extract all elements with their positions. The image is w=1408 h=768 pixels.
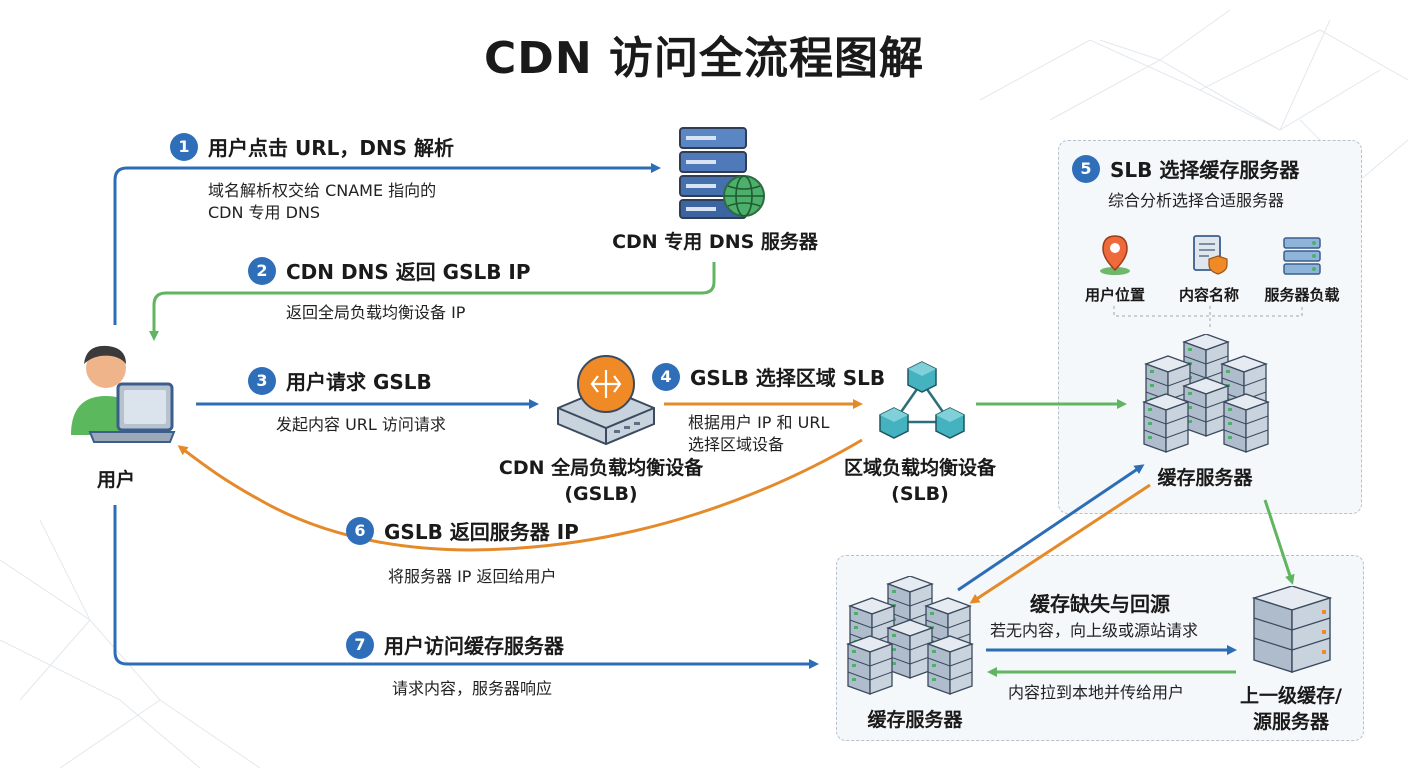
cache-server-bottom-label: 缓存服务器	[867, 709, 963, 731]
dns-server-icon	[679, 127, 765, 219]
dns-server-label: CDN 专用 DNS 服务器	[612, 231, 818, 253]
step-3-badge: 3	[248, 366, 276, 395]
gslb-device-icon	[557, 355, 655, 446]
server-load-icon	[1283, 237, 1321, 275]
slb-label-line2: (SLB)	[891, 483, 949, 505]
step-3-label: 用户请求 GSLB	[286, 370, 432, 394]
cache-server-top-label: 缓存服务器	[1157, 467, 1253, 489]
step-1-desc-line2: CDN 专用 DNS	[208, 203, 321, 222]
step-4-desc-line1: 根据用户 IP 和 URL	[688, 413, 830, 432]
slb-device-icon	[879, 361, 965, 439]
step-1-badge: 1	[170, 132, 198, 161]
step-2-desc-line1: 返回全局负载均衡设备 IP	[286, 303, 466, 322]
step-1: 1 用户点击 URL，DNS 解析	[170, 132, 454, 161]
arrow-cache-to-origin	[1263, 499, 1295, 585]
step-7-label: 用户访问缓存服务器	[384, 634, 564, 658]
cache-server-cluster-icon	[1143, 334, 1269, 453]
step-4-label: GSLB 选择区域 SLB	[690, 366, 886, 390]
user-label: 用户	[96, 469, 135, 491]
factor-content-name: 内容名称	[1178, 286, 1239, 304]
factor-server-load: 服务器负载	[1264, 286, 1340, 304]
step-2-badge: 2	[248, 256, 276, 285]
cache-miss-request-text: 若无内容，向上级或源站请求	[990, 621, 1199, 640]
step-5-label: SLB 选择缓存服务器	[1110, 158, 1300, 182]
step-5-badge: 5	[1072, 154, 1100, 183]
cache-miss-title: 缓存缺失与回源	[1030, 592, 1170, 616]
step-4-desc-line2: 选择区域设备	[688, 435, 785, 454]
step-4: 4 GSLB 选择区域 SLB	[652, 362, 885, 391]
slb-label-line1: 区域负载均衡设备	[843, 457, 996, 479]
gslb-label-line1: CDN 全局负载均衡设备	[498, 457, 704, 479]
step-2-label: CDN DNS 返回 GSLB IP	[286, 260, 531, 284]
step-3: 3 用户请求 GSLB	[248, 366, 432, 395]
step-4-badge: 4	[652, 362, 680, 391]
step-5: 5 SLB 选择缓存服务器	[1072, 154, 1299, 183]
step-7-desc-line1: 请求内容，服务器响应	[392, 679, 553, 698]
step-6-label: GSLB 返回服务器 IP	[384, 520, 579, 544]
step-2: 2 CDN DNS 返回 GSLB IP	[248, 256, 531, 285]
step-6: 6 GSLB 返回服务器 IP	[346, 516, 579, 545]
step-6-badge: 6	[346, 516, 374, 545]
arrow-step-6	[177, 438, 863, 552]
arrow-step-2	[149, 262, 716, 341]
step-6-desc-line1: 将服务器 IP 返回给用户	[388, 567, 557, 586]
origin-server-label-line1: 上一级缓存/	[1240, 685, 1342, 707]
step-7: 7 用户访问缓存服务器	[346, 630, 564, 659]
step-3-desc-line1: 发起内容 URL 访问请求	[276, 415, 446, 434]
document-shield-icon	[1193, 235, 1228, 275]
step-5-desc-line1: 综合分析选择合适服务器	[1108, 191, 1285, 210]
user-with-laptop-icon	[71, 345, 176, 443]
page-title: CDN 访问全流程图解	[484, 33, 924, 84]
origin-server-icon	[1251, 586, 1333, 673]
factor-user-location: 用户位置	[1084, 286, 1145, 304]
origin-server-label-line2: 源服务器	[1252, 711, 1329, 733]
cache-server-cluster-bottom-icon	[847, 576, 973, 695]
gslb-label-line2: (GSLB)	[564, 483, 638, 505]
step-1-desc-line1: 域名解析权交给 CNAME 指向的	[208, 181, 437, 200]
arrow-cache-top-to-bottom	[969, 483, 1151, 604]
step-1-label: 用户点击 URL，DNS 解析	[208, 136, 455, 160]
step-7-badge: 7	[346, 630, 374, 659]
location-pin-icon	[1100, 235, 1130, 275]
arrow-step-1	[113, 163, 661, 325]
arrow-step-7	[113, 505, 819, 669]
cache-miss-response-text: 内容拉到本地并传给用户	[1008, 683, 1185, 702]
arrow-cache-bottom-to-top	[957, 464, 1145, 592]
